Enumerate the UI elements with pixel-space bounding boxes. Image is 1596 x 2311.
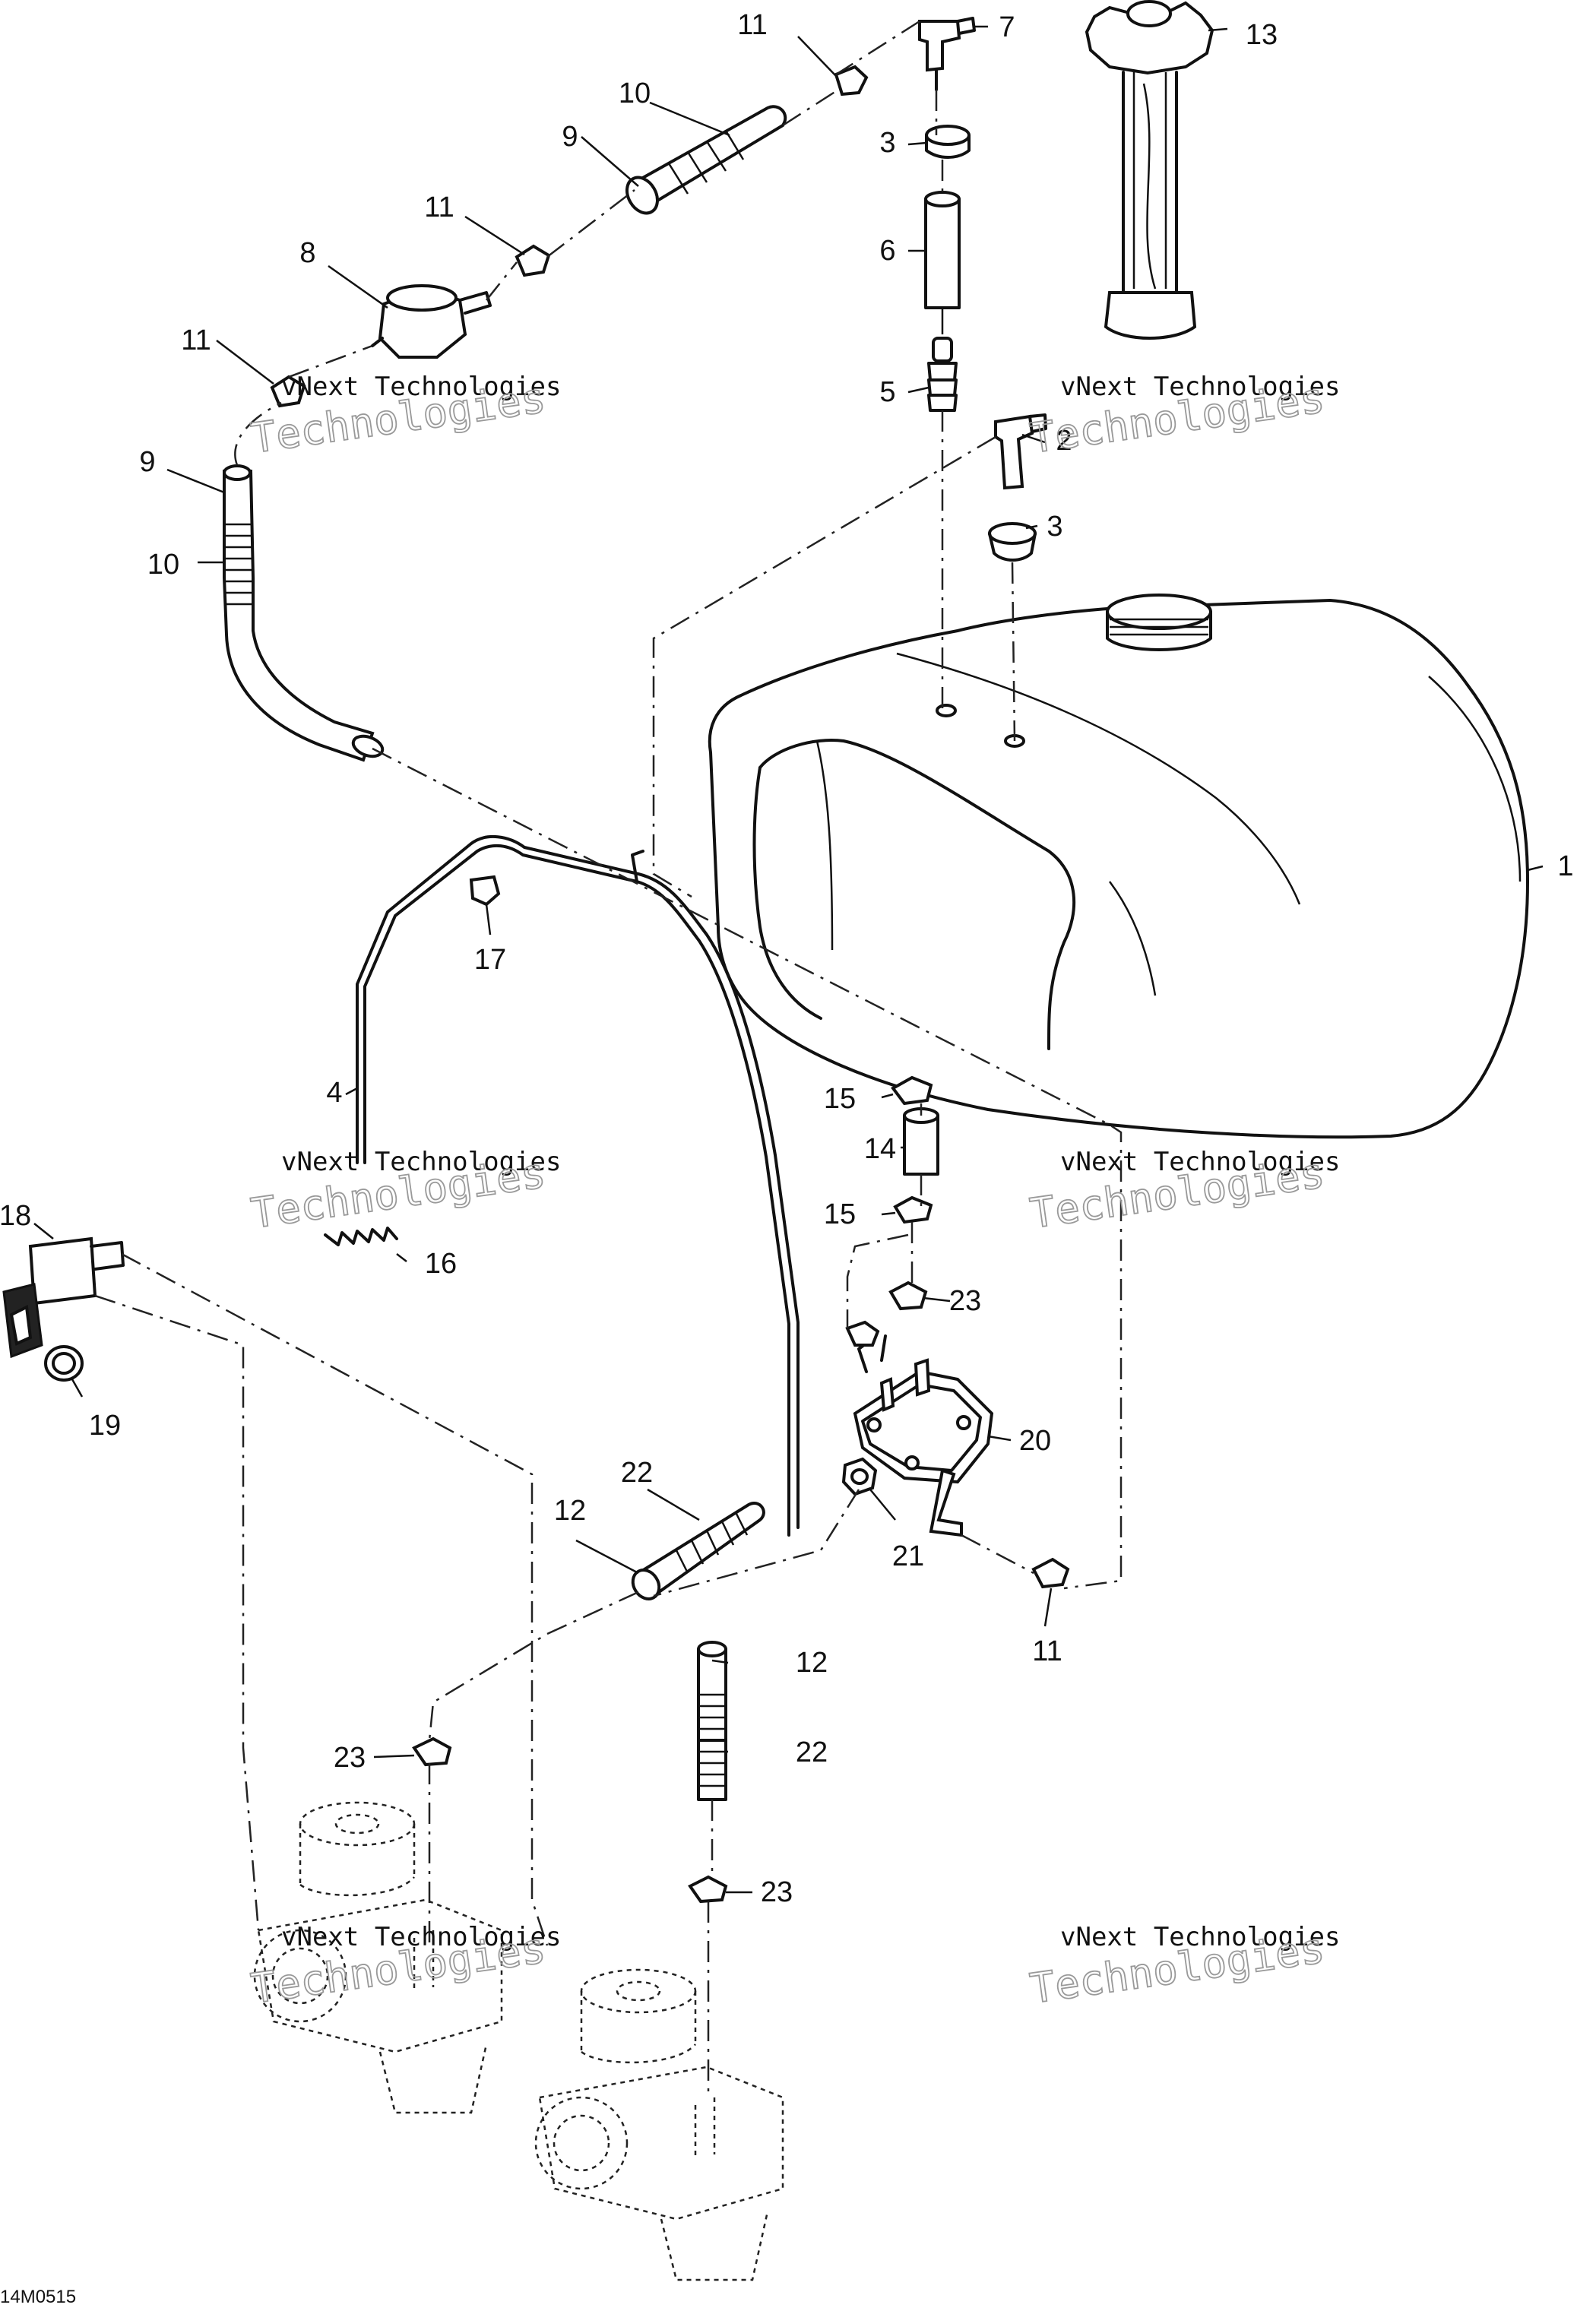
callout-9-left: 9 — [139, 446, 155, 478]
hose-clamp-23-pump-top — [888, 1281, 928, 1311]
hex-nut — [841, 1457, 878, 1496]
callout-3-lower: 3 — [1047, 511, 1062, 543]
fuel-hose-lower-angled — [631, 1502, 765, 1600]
callout-7: 7 — [999, 11, 1015, 43]
watermark-mid-left: vNext Technologies Technologies — [248, 1147, 562, 1239]
pickup-tube — [924, 191, 961, 334]
inline-fuel-filter — [371, 284, 492, 359]
callout-23-right-carb: 23 — [761, 1876, 793, 1908]
callout-2: 2 — [1056, 425, 1072, 457]
callout-12-vertical: 12 — [796, 1647, 828, 1679]
callout-15-upper: 15 — [824, 1083, 856, 1115]
callout-16: 16 — [425, 1248, 457, 1280]
callout-11-outlet: 11 — [1032, 1635, 1062, 1667]
leader-lines — [33, 25, 1544, 1894]
callout-13: 13 — [1246, 19, 1278, 51]
callout-11-mid: 11 — [424, 192, 454, 223]
hose-clamp-left — [270, 375, 306, 408]
callout-8: 8 — [299, 237, 315, 269]
callout-17: 17 — [474, 944, 506, 976]
callout-23-left-carb: 23 — [334, 1742, 366, 1774]
drawing-code: 14M0515 — [0, 2287, 76, 2307]
fuel-gauge — [1085, 0, 1214, 340]
short-hose — [903, 1107, 939, 1176]
hose-clamp-top — [834, 65, 869, 97]
callout-9-upper: 9 — [562, 121, 578, 153]
primer-valve — [2, 1236, 125, 1359]
callout-21: 21 — [892, 1540, 924, 1572]
fuel-hose-lower-vertical — [697, 1641, 727, 1801]
callout-11-left: 11 — [181, 324, 211, 356]
hose-clamp-outlet — [1031, 1557, 1070, 1589]
callout-18: 18 — [0, 1200, 31, 1232]
callout-23-pump: 23 — [949, 1285, 981, 1317]
fuel-tank — [708, 594, 1529, 1139]
callout-22-vertical: 22 — [796, 1736, 828, 1768]
hose-sleeve-upper — [625, 105, 787, 215]
fuel-pump — [853, 1334, 994, 1537]
hose-clamp-23-pump-left — [845, 1320, 880, 1347]
watermark-company-text: vNext Technologies — [281, 1147, 561, 1177]
watermark-company-text: vNext Technologies — [1060, 372, 1340, 402]
callout-10-left: 10 — [147, 549, 179, 581]
o-ring — [44, 1345, 84, 1382]
callout-14: 14 — [864, 1133, 896, 1165]
fuel-filter-screen — [927, 337, 958, 412]
callout-15-lower: 15 — [824, 1198, 856, 1230]
callout-20: 20 — [1019, 1425, 1051, 1457]
grommet-lower — [988, 522, 1037, 562]
callout-3-upper: 3 — [879, 127, 895, 159]
watermark-bottom-right: vNext Technologies Technologies — [1027, 1922, 1341, 2014]
watermark-top-right: vNext Technologies Technologies — [1027, 372, 1341, 464]
hose-clamp-mid — [515, 244, 551, 277]
hose-clamp-23-right-carb — [688, 1875, 728, 1904]
callout-12-angled: 12 — [554, 1495, 586, 1527]
callout-4: 4 — [326, 1077, 342, 1109]
flow-lines — [94, 20, 1123, 2097]
vent-valve — [469, 875, 501, 907]
hose-clamp-23-left-carb — [412, 1736, 452, 1767]
callout-labels: 1 2 3 3 4 5 6 7 8 9 9 10 10 11 11 11 11 … — [0, 9, 1574, 1908]
hose-clamp-15-lower — [893, 1195, 933, 1224]
hose-clamp-15-upper — [891, 1075, 933, 1106]
vent-line — [356, 834, 800, 1537]
watermark-top-left: vNext Technologies Technologies — [248, 372, 562, 464]
fuel-hose-upper-left — [223, 464, 385, 762]
callout-5: 5 — [879, 376, 895, 408]
callout-10-upper: 10 — [619, 78, 651, 109]
callout-11-top: 11 — [737, 9, 767, 41]
watermark-company-text: vNext Technologies — [281, 372, 561, 402]
callout-6: 6 — [879, 235, 895, 267]
callout-22-angled: 22 — [621, 1457, 653, 1489]
grommet-upper — [925, 125, 971, 159]
watermark-mid-right: vNext Technologies Technologies — [1027, 1147, 1341, 1239]
callout-19: 19 — [89, 1410, 121, 1442]
carburetor-right — [534, 1968, 784, 2281]
watermark-bottom-left: vNext Technologies Technologies — [248, 1922, 562, 2014]
watermark-company-text: vNext Technologies — [281, 1922, 561, 1952]
tee-fitting-upper — [918, 17, 976, 91]
callout-1: 1 — [1557, 850, 1573, 882]
carburetor-left — [253, 1801, 503, 2114]
watermark-company-text: vNext Technologies — [1060, 1922, 1340, 1952]
spring — [324, 1227, 398, 1246]
watermark-company-text: vNext Technologies — [1060, 1147, 1340, 1177]
